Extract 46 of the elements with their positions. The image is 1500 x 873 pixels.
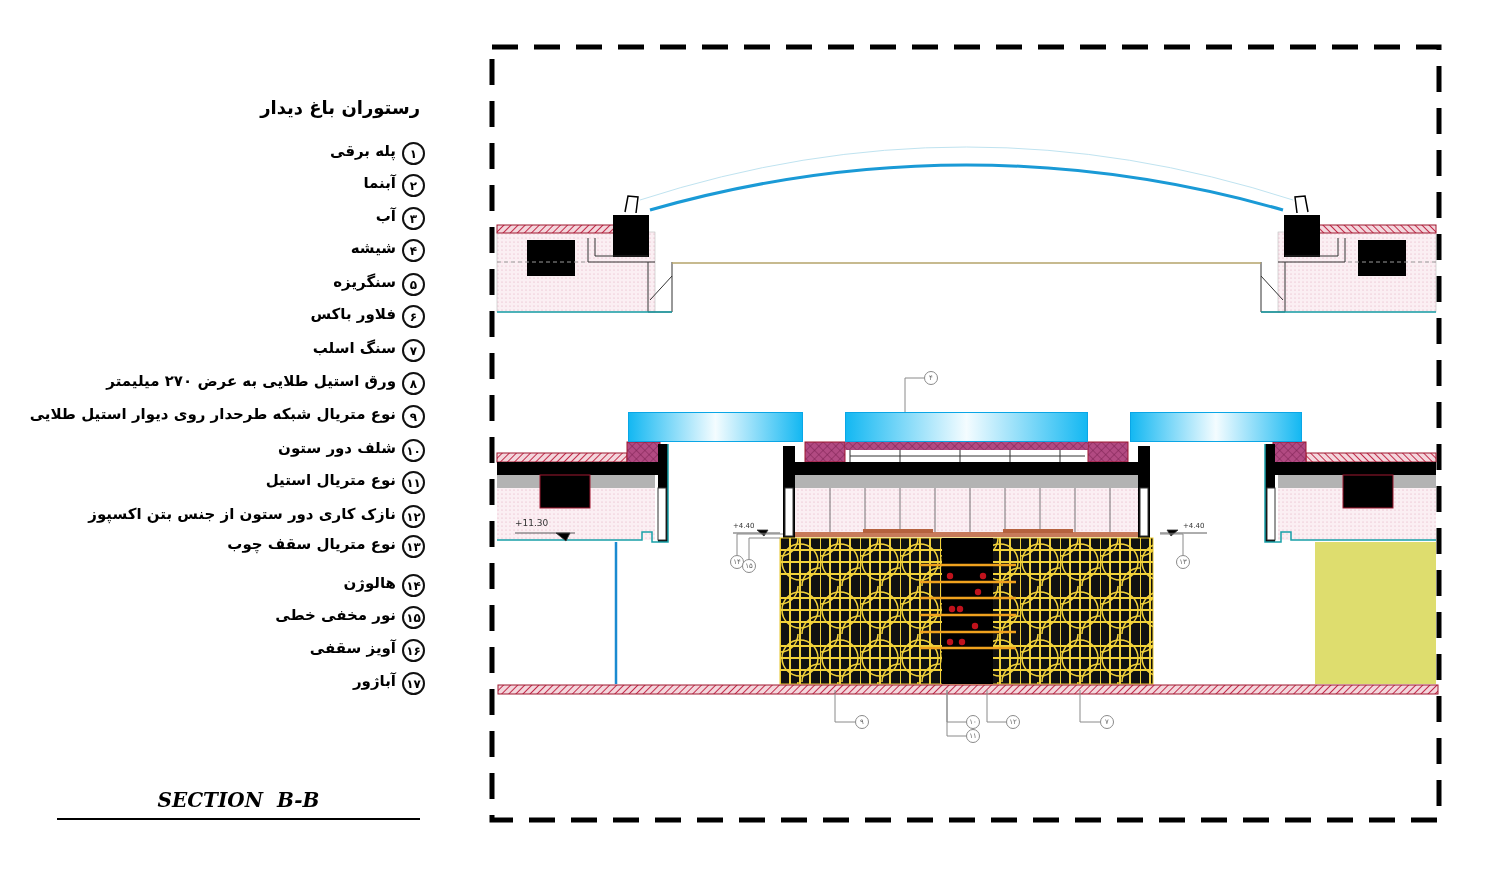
leader-line	[904, 377, 925, 413]
note-text: پله برقی	[329, 142, 396, 160]
note-text: سنگریزه	[333, 273, 396, 291]
note-text: نوع متریال شبکه طرحدار روی دیوار استیل طلایی	[29, 405, 396, 423]
note-text: شلف دور ستون	[278, 439, 396, 457]
item-number: ۱۷	[402, 672, 425, 695]
section-title: SECTION B-B	[57, 788, 420, 820]
note-text: شیشه	[350, 239, 396, 257]
leader-line	[1079, 689, 1101, 723]
item-number: ۱۵	[402, 606, 425, 629]
leader-line	[986, 689, 1007, 723]
glass-panel	[845, 412, 1088, 442]
note-text: هالوژن	[343, 574, 396, 592]
leader-line	[834, 689, 856, 723]
item-number: ۱	[402, 142, 425, 165]
item-number: ۹	[402, 405, 425, 428]
item-number: ۱۳	[402, 535, 425, 558]
item-number: ۶	[402, 305, 425, 328]
item-number: ۲	[402, 174, 425, 197]
item-number: ۷	[402, 339, 425, 362]
note-text: آبنما	[363, 174, 396, 192]
item-number: ۱۶	[402, 639, 425, 662]
item-number: ۱۴	[402, 574, 425, 597]
note-text: آب	[375, 207, 396, 225]
note-text: آباژور	[353, 672, 396, 690]
note-text: ورق استیل طلایی به عرض ۲۷۰ میلیمتر	[106, 372, 396, 390]
note-text: نازک کاری دور ستون از جنس بتن اکسپوز	[88, 505, 396, 523]
item-number: ۴	[402, 239, 425, 262]
title: رستوران باغ دیدار	[260, 97, 420, 118]
note-text: نوع متریال سقف چوب	[227, 535, 396, 553]
note-text: سنگ اسلب	[312, 339, 396, 357]
elevation-label: +11.30	[515, 518, 549, 528]
note-text: آویز سقفی	[309, 639, 396, 657]
item-number: ۱۰	[402, 439, 425, 462]
note-text: فلاور باکس	[310, 305, 396, 323]
note-text: نوع متریال استیل	[265, 471, 396, 489]
item-number: ۸	[402, 372, 425, 395]
item-number: ۱۲	[402, 505, 425, 528]
item-number: ۱۱	[402, 471, 425, 494]
leader-line	[946, 689, 967, 737]
item-number: ۳	[402, 207, 425, 230]
item-number: ۵	[402, 273, 425, 296]
leader-line	[748, 537, 781, 560]
leader-line	[736, 533, 784, 556]
leader-line	[1159, 533, 1184, 556]
note-text: نور مخفی خطی	[275, 606, 396, 624]
